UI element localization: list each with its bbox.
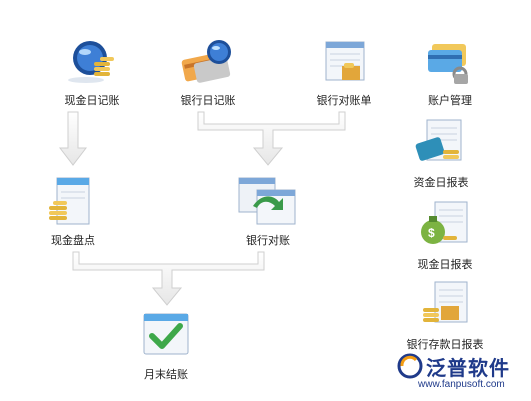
node-cash-daily[interactable]: $ 现金日报表	[390, 200, 500, 272]
node-month-close[interactable]: 月末结账	[111, 310, 221, 382]
brand-mark-icon	[397, 353, 423, 379]
node-label: 现金日报表	[417, 259, 473, 271]
node-bank-deposit-daily[interactable]: 银行存款日报表	[390, 280, 500, 352]
node-label: 银行存款日报表	[406, 339, 484, 351]
node-bank-reconcile[interactable]: 银行对账	[213, 176, 323, 248]
node-label: 现金日记账	[64, 95, 120, 107]
node-cash-count[interactable]: 现金盘点	[18, 176, 128, 248]
node-label: 月末结账	[144, 369, 188, 381]
node-label: 账户管理	[428, 95, 472, 107]
node-fund-report[interactable]: 资金日报表	[386, 118, 496, 190]
reconcile-windows-icon	[235, 176, 301, 228]
node-bank-journal[interactable]: 银行日记账	[153, 36, 263, 108]
ledger-coins-icon	[45, 176, 101, 228]
node-account-management[interactable]: 账户管理	[395, 36, 505, 108]
node-bank-statement[interactable]: 银行对账单	[289, 36, 399, 108]
node-cash-journal[interactable]: 现金日记账	[37, 36, 147, 108]
globe-coins-icon	[64, 36, 120, 88]
moneybag-report-icon: $	[417, 200, 473, 252]
statement-window-icon	[316, 36, 372, 88]
brand-name: 泛普软件	[426, 358, 510, 380]
brand-logo[interactable]: 泛普软件 www.fanpusoft.com	[396, 352, 526, 396]
merge-to-close	[72, 251, 265, 306]
merge-bank-lines	[197, 111, 346, 166]
arrow-cash-to-count	[58, 111, 88, 166]
node-label: 资金日报表	[413, 177, 469, 189]
node-label: 现金盘点	[51, 235, 95, 247]
brand-url: www.fanpusoft.com	[418, 379, 505, 390]
svg-text:$: $	[428, 226, 435, 240]
check-window-icon	[138, 310, 194, 362]
cards-lock-icon	[422, 36, 478, 88]
deposit-report-icon	[417, 280, 473, 332]
bank-card-globe-icon	[175, 36, 241, 88]
node-label: 银行对账单	[316, 95, 372, 107]
node-label: 银行日记账	[180, 95, 236, 107]
calculator-report-icon	[413, 118, 469, 170]
node-label: 银行对账	[246, 235, 290, 247]
